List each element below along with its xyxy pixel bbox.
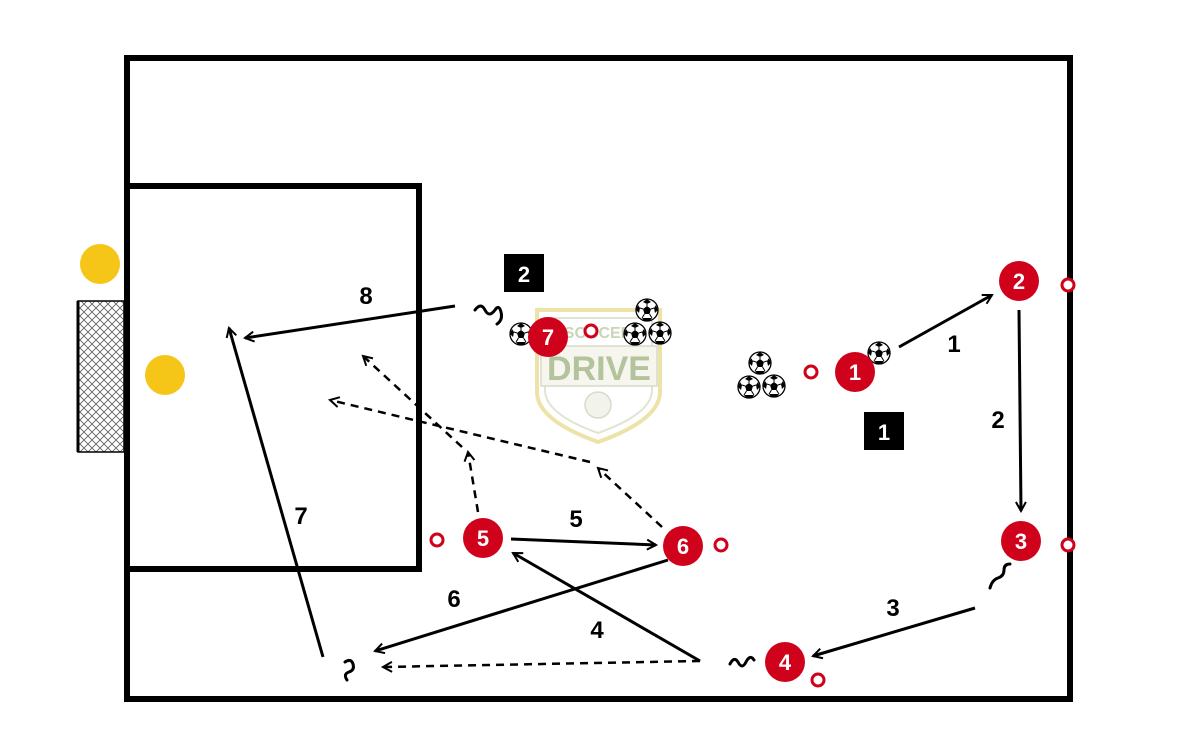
player-marker: 7 xyxy=(528,317,568,357)
arrow-step-4 xyxy=(513,551,701,663)
dashed-arrow xyxy=(598,468,663,528)
soccer-drive-logo: SOCCER DRIVE xyxy=(535,308,662,445)
dribble-squiggle xyxy=(343,658,355,682)
logo-top-text: SOCCER xyxy=(564,325,633,342)
cone-marker xyxy=(803,364,819,380)
step-label: 2 xyxy=(991,407,1004,434)
arrow-step-7 xyxy=(229,328,325,658)
svg-text:4: 4 xyxy=(779,650,792,675)
svg-text:1: 1 xyxy=(878,420,890,445)
svg-text:7: 7 xyxy=(542,325,554,350)
svg-text:2: 2 xyxy=(518,262,530,287)
arrow-step-1 xyxy=(898,293,992,349)
dashed-arrow xyxy=(330,400,591,464)
svg-text:3: 3 xyxy=(1015,529,1027,554)
dribble-squiggle xyxy=(473,304,503,326)
step-labels: 1 2 3 4 5 6 7 8 xyxy=(294,283,1004,644)
logo-main-text: DRIVE xyxy=(547,350,651,388)
cone-marker xyxy=(713,537,729,553)
svg-text:2: 2 xyxy=(1013,269,1025,294)
group-box-2: 2 xyxy=(504,254,544,292)
penalty-area xyxy=(124,183,422,572)
step-label: 6 xyxy=(447,586,460,613)
dashed-arrow xyxy=(468,452,480,513)
cone-marker xyxy=(810,672,826,688)
cones xyxy=(429,277,1076,688)
step-label: 8 xyxy=(359,283,372,310)
arrow-step-2 xyxy=(1019,309,1021,511)
arrow-step-5 xyxy=(510,537,656,545)
group-box-1: 1 xyxy=(864,412,904,450)
step-label: 1 xyxy=(947,331,960,358)
cone-marker xyxy=(429,532,445,548)
svg-text:1: 1 xyxy=(849,360,861,385)
soccer-ball-icon xyxy=(648,321,672,345)
dashed-arrow xyxy=(363,356,463,448)
arrow-step-8 xyxy=(245,304,456,338)
players: 1 2 3 4 5 6 7 xyxy=(463,261,1041,682)
dribble-squiggles xyxy=(343,304,1012,682)
soccer-ball-icon xyxy=(762,374,786,398)
cone-marker xyxy=(583,323,599,339)
solid-arrows xyxy=(229,293,1021,663)
soccer-ball-icon xyxy=(635,298,659,322)
soccer-ball-icon xyxy=(623,322,647,346)
dashed-arrow xyxy=(383,659,701,667)
goal-net xyxy=(76,300,125,453)
svg-text:6: 6 xyxy=(677,534,689,559)
goalkeeper-marker xyxy=(145,355,185,395)
step-label: 3 xyxy=(886,595,899,622)
soccer-ball-icon xyxy=(737,375,761,399)
dribble-squiggle xyxy=(728,655,756,668)
arrow-step-3 xyxy=(813,606,976,656)
arrow-step-6 xyxy=(375,558,669,651)
svg-text:5: 5 xyxy=(477,526,489,551)
player-marker: 4 xyxy=(765,642,805,682)
player-marker: 6 xyxy=(663,526,703,566)
player-marker: 5 xyxy=(463,518,503,558)
cone-marker xyxy=(1060,277,1076,293)
step-label: 4 xyxy=(590,617,604,644)
player-marker: 3 xyxy=(1001,521,1041,561)
player-marker: 2 xyxy=(999,261,1039,301)
dribble-squiggle xyxy=(988,562,1012,590)
goalkeeper-marker xyxy=(80,244,120,284)
dashed-arrows xyxy=(330,356,701,667)
soccer-ball-icon xyxy=(748,351,772,375)
player-marker: 1 xyxy=(835,352,875,392)
step-label: 5 xyxy=(569,506,582,533)
cone-marker xyxy=(1060,537,1076,553)
step-label: 7 xyxy=(294,503,307,530)
